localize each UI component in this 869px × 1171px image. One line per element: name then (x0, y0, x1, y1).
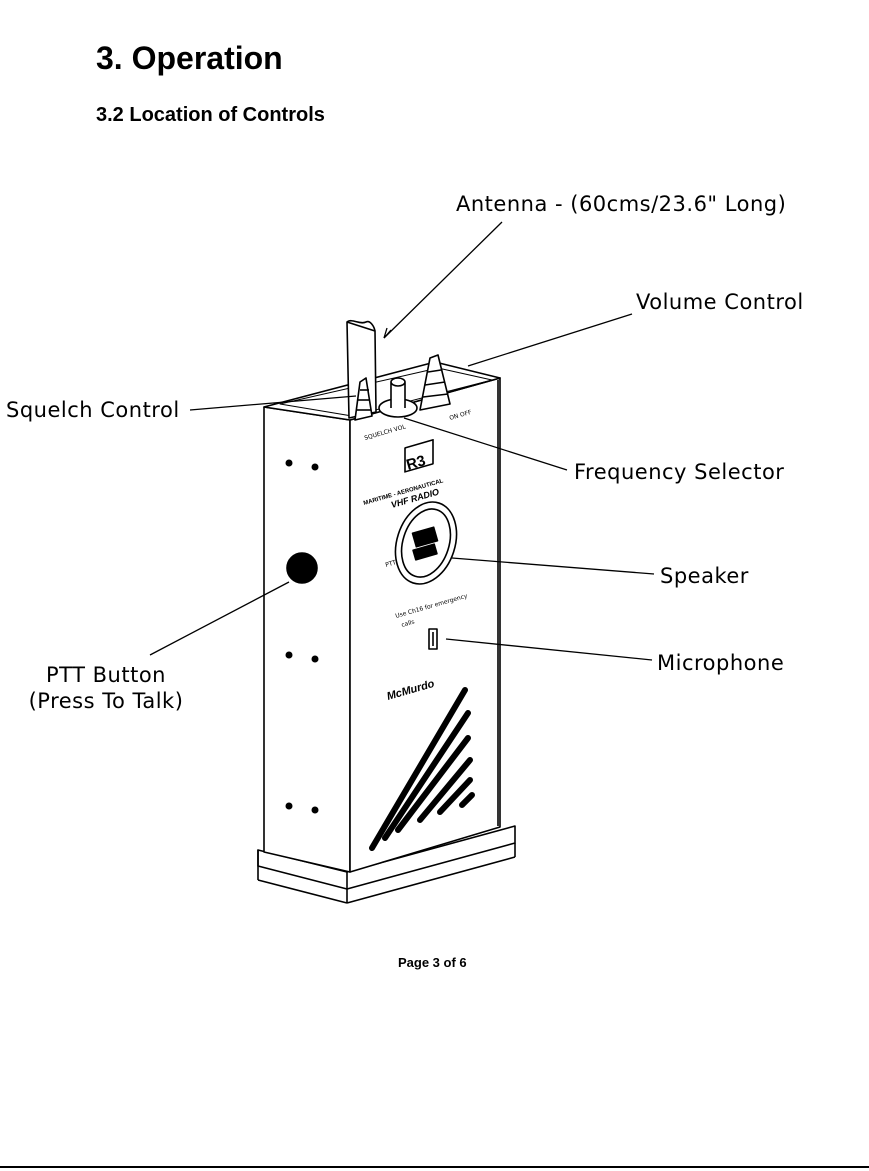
frequency-selector-label: Frequency Selector (574, 460, 785, 484)
vent-slots (369, 687, 475, 851)
page-number: Page 3 of 6 (398, 955, 467, 970)
speaker-label: Speaker (660, 564, 749, 588)
ptt-label-line2: (Press To Talk) (28, 689, 184, 713)
volume-knob-shape (419, 354, 451, 411)
volume-control-label: Volume Control (636, 290, 804, 314)
ptt-button-shape (286, 552, 318, 584)
svg-text:calls: calls (401, 618, 416, 628)
ptt-button-label: PTT Button (Press To Talk) (8, 662, 204, 714)
section-heading: 3. Operation (96, 40, 283, 76)
subsection-heading: 3.2 Location of Controls (96, 104, 325, 126)
squelch-control-label: Squelch Control (6, 398, 180, 422)
antenna-label: Antenna - (60cms/23.6" Long) (456, 192, 787, 216)
side-screws (285, 459, 319, 814)
radio-left-face (263, 406, 351, 873)
svg-text:PTT: PTT (385, 559, 398, 569)
model-badge (404, 439, 434, 473)
ptt-label-line1: PTT Button (46, 663, 166, 687)
microphone-label: Microphone (657, 651, 785, 675)
brand-model-text: R3 (404, 452, 427, 474)
page-bottom-rule (0, 1166, 869, 1168)
leader-lines (149, 221, 655, 661)
